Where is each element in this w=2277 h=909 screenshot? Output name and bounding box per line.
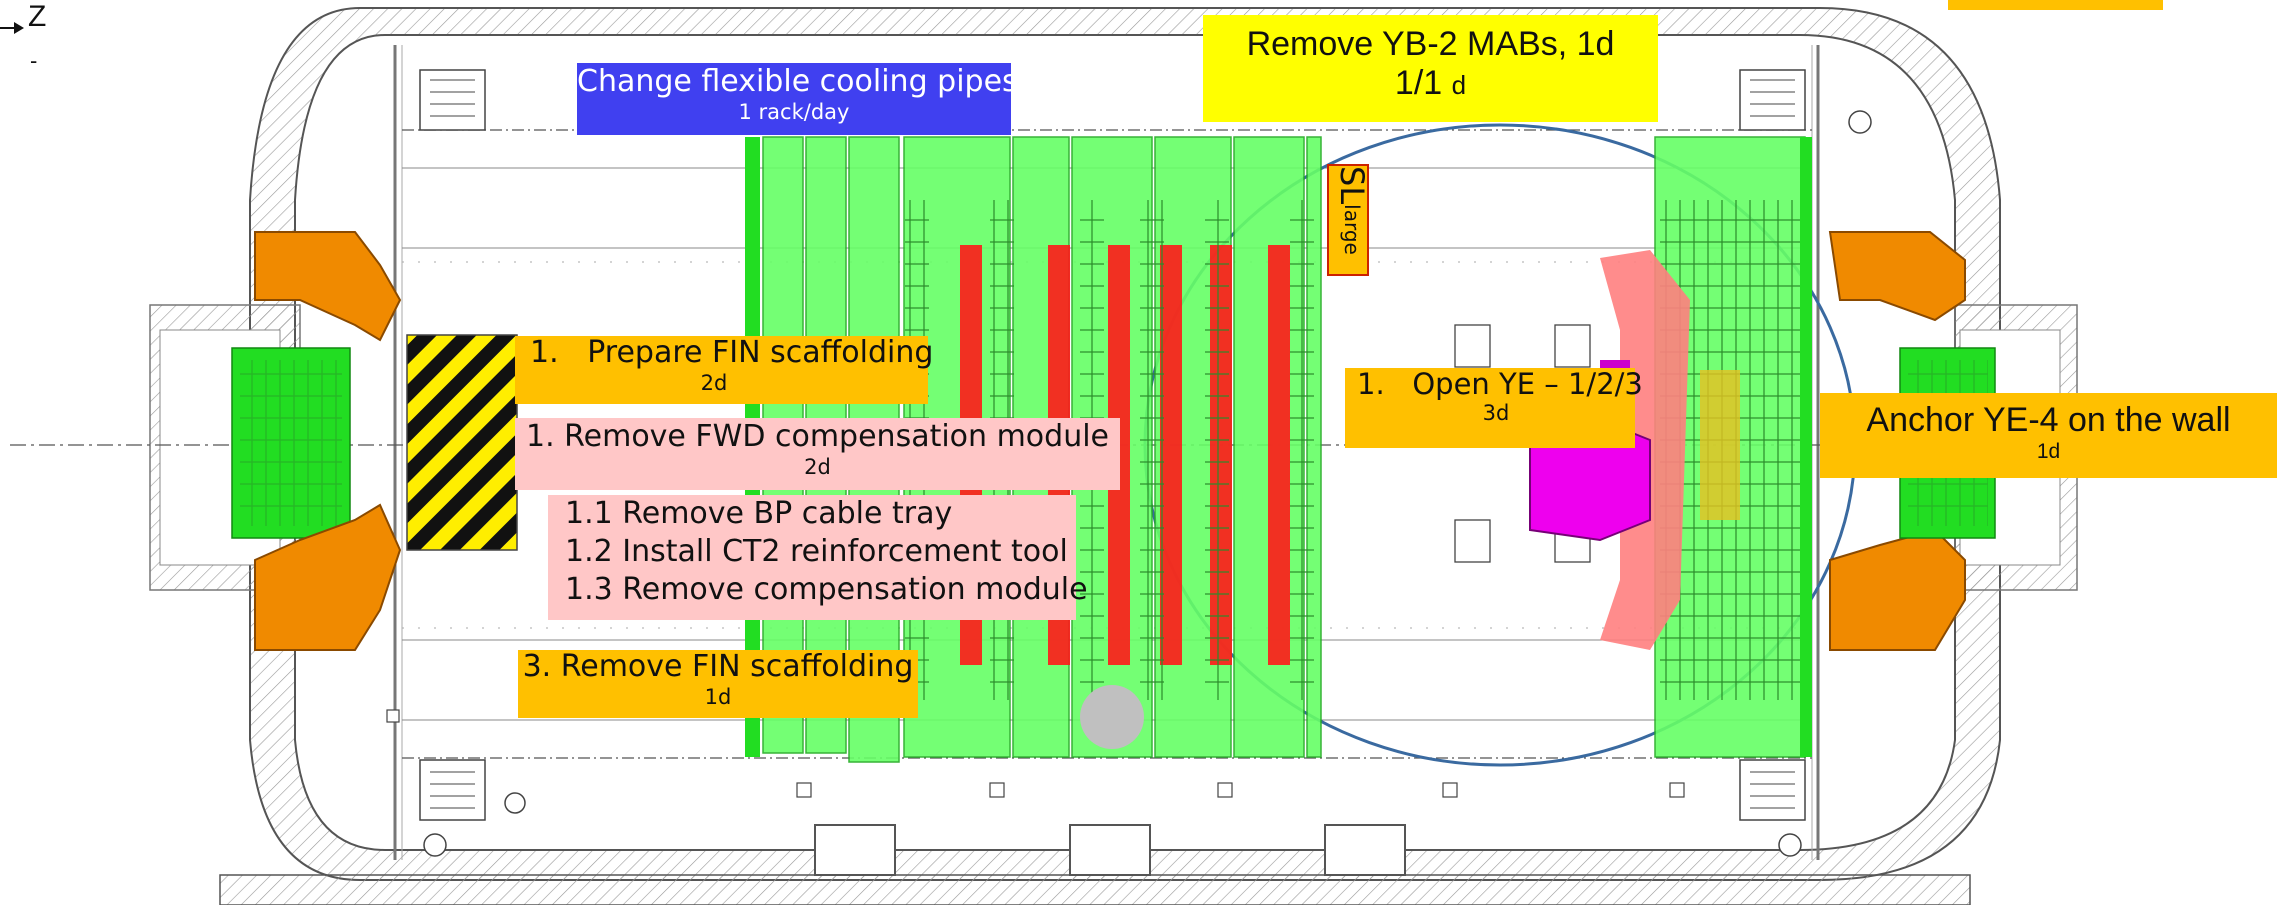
sl-sub: large (1340, 204, 1364, 255)
remove-mabs-rate: 1/1 d (1203, 64, 1658, 103)
left-endcap (231, 231, 518, 651)
z-axis-arrow (0, 22, 24, 34)
z-axis-minus: - (30, 48, 38, 73)
remove-mabs-label: Remove YB-2 MABs, 1d 1/1 d (1203, 15, 1658, 122)
remove-fwd-title: 1. Remove FWD compensation module (525, 419, 1110, 454)
top-right-label-fragment (1948, 0, 2163, 10)
step-item-3: 1.3 Remove compensation module (565, 572, 1088, 607)
remove-mabs-rate-unit: d (1451, 70, 1467, 101)
sl-main: SL (1333, 166, 1371, 205)
cooling-pipes-label: Change flexible cooling pipes 1 rack/day (577, 63, 1018, 135)
anchor-ye4-label: Anchor YE-4 on the wall 1d (1820, 393, 2277, 478)
step-item-2: 1.2 Install CT2 reinforcement tool (565, 534, 1068, 569)
remove-fwd-label: 1. Remove FWD compensation module 2d (515, 418, 1120, 490)
sl-large-label: SLlarge (1330, 166, 1371, 276)
open-ye-sub: 3d (1482, 401, 1510, 426)
open-ye-title: Open YE – 1/2/3 (1412, 367, 1643, 401)
remove-fin-title: 3. Remove FIN scaffolding (522, 649, 914, 684)
open-ye-label: 1. Open YE – 1/2/3 3d (1345, 367, 1643, 448)
cooling-pipes-title: Change flexible cooling pipes (577, 64, 1018, 99)
remove-fwd-sub: 2d (804, 454, 831, 479)
z-axis-label: Z (28, 0, 47, 33)
prepare-fin-title-row: 1. Prepare FIN scaffolding (530, 335, 933, 371)
sl-large-box (1327, 164, 1369, 276)
open-ye-title-row: 1. Open YE – 1/2/3 (1357, 367, 1643, 401)
remove-mabs-title: Remove YB-2 MABs, 1d (1246, 25, 1615, 63)
remove-fin-sub: 1d (704, 684, 732, 709)
prepare-fin-sub: 2d (700, 370, 728, 395)
open-ye-number: 1. (1357, 367, 1385, 401)
prepare-fin-number: 1. (530, 335, 559, 370)
remove-mabs-rate-value: 1/1 (1394, 64, 1443, 103)
cooling-pipes-sub: 1 rack/day (738, 99, 850, 124)
prepare-fin-title: Prepare FIN scaffolding (587, 335, 934, 370)
anchor-ye4-title: Anchor YE-4 on the wall (1866, 401, 2231, 439)
prepare-fin-label: 1. Prepare FIN scaffolding 2d (515, 335, 933, 404)
steps-box: 1.1 Remove BP cable tray 1.2 Install CT2… (548, 495, 1088, 620)
step-item-1: 1.1 Remove BP cable tray (565, 496, 953, 531)
remove-fin-label: 3. Remove FIN scaffolding 1d (518, 649, 918, 718)
anchor-ye4-sub: 1d (2036, 440, 2061, 464)
